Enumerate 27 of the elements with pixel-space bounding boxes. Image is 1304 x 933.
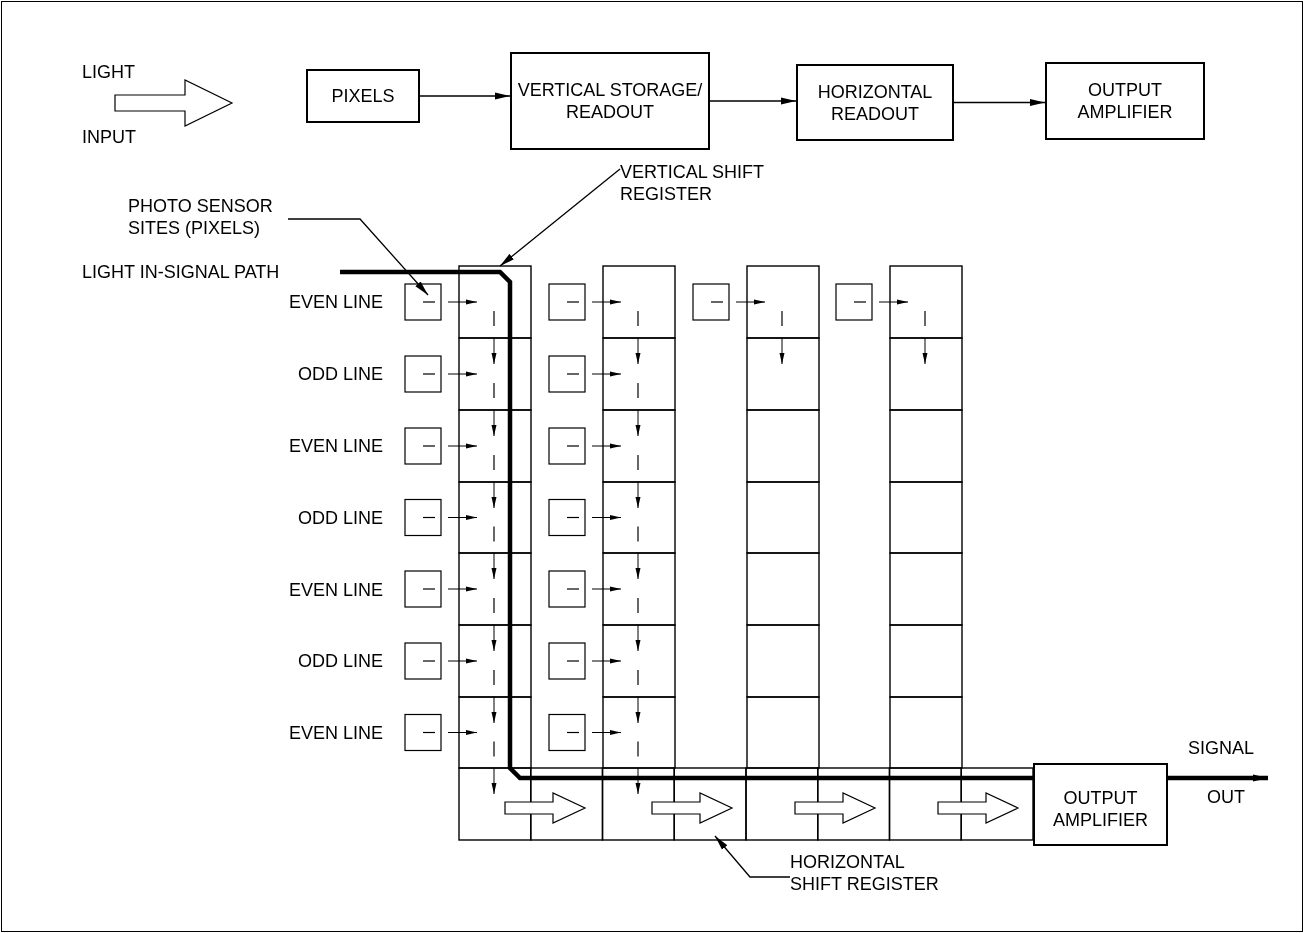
callout-text: VERTICAL SHIFT REGISTER	[620, 158, 770, 208]
leader-line	[287, 218, 429, 296]
line-label: LIGHT	[82, 61, 135, 83]
callout-text: HORIZONTAL SHIFT REGISTER	[790, 848, 940, 898]
line-label: ODD LINE	[297, 363, 383, 385]
line-label: ODD LINE	[297, 507, 383, 529]
line-label: SIGNAL	[1188, 737, 1255, 759]
block-box: OUTPUT AMPLIFIER	[1045, 62, 1205, 140]
line-label: OUT	[1207, 786, 1245, 808]
line-label: INPUT	[82, 126, 136, 148]
line-label: EVEN LINE	[288, 291, 383, 313]
block-box: OUTPUT AMPLIFIER	[1033, 763, 1168, 846]
leader-line	[499, 168, 621, 267]
block-box: VERTICAL STORAGE/ READOUT	[510, 52, 710, 150]
arrow	[953, 99, 1046, 106]
leader-line	[714, 835, 791, 878]
arrow	[419, 92, 511, 100]
arrow	[709, 97, 797, 105]
line-label: EVEN LINE	[288, 722, 383, 744]
block-box: PIXELS	[306, 69, 420, 123]
callout-text: LIGHT IN-SIGNAL PATH	[82, 259, 340, 285]
line-label: EVEN LINE	[288, 435, 383, 457]
signal-path	[340, 269, 1268, 782]
line-label: ODD LINE	[297, 650, 383, 672]
line-label: EVEN LINE	[288, 579, 383, 601]
callout-text: PHOTO SENSOR SITES (PIXELS)	[128, 192, 288, 242]
block-box: HORIZONTAL READOUT	[796, 64, 954, 141]
